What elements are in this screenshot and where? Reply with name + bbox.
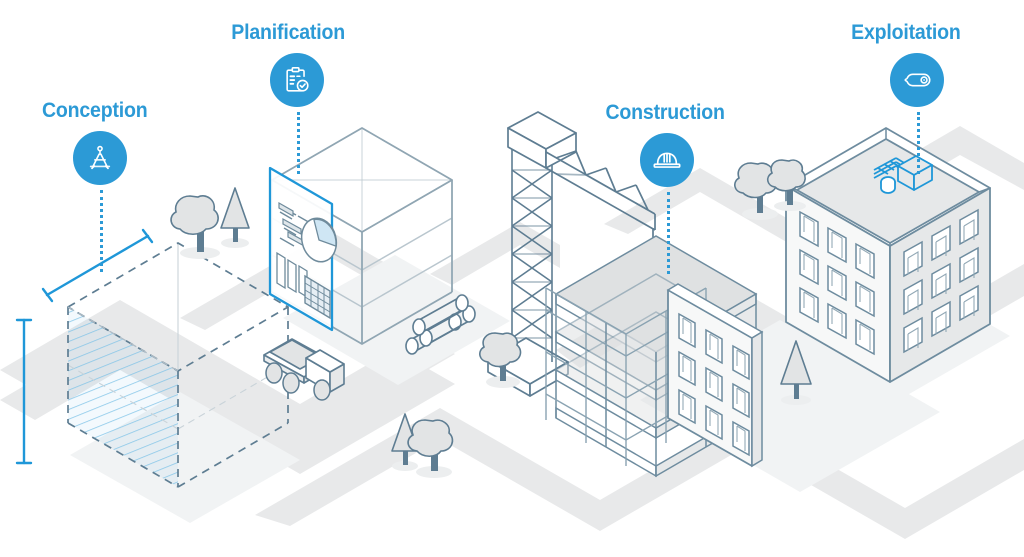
plan-sheet-text-blocks — [278, 201, 307, 249]
stage-badge-exploitation[interactable] — [890, 53, 944, 107]
connector-planification — [297, 112, 303, 174]
key-icon — [901, 64, 933, 96]
stage-label-construction: Construction — [605, 101, 725, 124]
connector-conception — [100, 190, 106, 272]
stage-badge-planification[interactable] — [270, 53, 324, 107]
connector-exploitation — [917, 112, 923, 174]
stage-label-exploitation: Exploitation — [851, 21, 961, 44]
tree-round-center — [407, 419, 454, 478]
tree-round-right-b — [766, 159, 806, 211]
compass-divider-icon — [85, 143, 115, 173]
tree-round-right-a — [734, 162, 778, 220]
pipe-stack — [405, 294, 476, 355]
hard-hat-icon — [652, 145, 682, 175]
dump-truck — [263, 338, 345, 401]
crane-jib — [545, 150, 656, 231]
crane-counterweight — [507, 111, 577, 169]
dimension-lines — [15, 228, 154, 465]
props-layer — [170, 159, 812, 478]
tree-pine-right — [780, 340, 812, 405]
connector-construction — [667, 192, 673, 274]
stage-badge-construction[interactable] — [640, 133, 694, 187]
plan-sheet-outline — [268, 166, 334, 332]
illustration-planification — [268, 127, 453, 345]
tree-round-construction — [479, 332, 522, 388]
stage-badge-conception[interactable] — [73, 131, 127, 185]
rooftop-hvac-unit — [873, 155, 933, 194]
illustration-exploitation — [785, 127, 991, 383]
finished-facade — [666, 283, 764, 468]
stage-label-planification: Planification — [231, 21, 345, 44]
plan-sheet-table — [304, 274, 331, 320]
building-under-construction — [545, 235, 764, 478]
stage-label-conception: Conception — [41, 99, 148, 122]
tree-pine-left — [220, 187, 250, 248]
plan-sheet-pie-chart — [300, 217, 338, 263]
illustration-construction — [487, 111, 764, 478]
tree-round-left — [170, 195, 220, 259]
clipboard-check-icon — [282, 65, 312, 95]
